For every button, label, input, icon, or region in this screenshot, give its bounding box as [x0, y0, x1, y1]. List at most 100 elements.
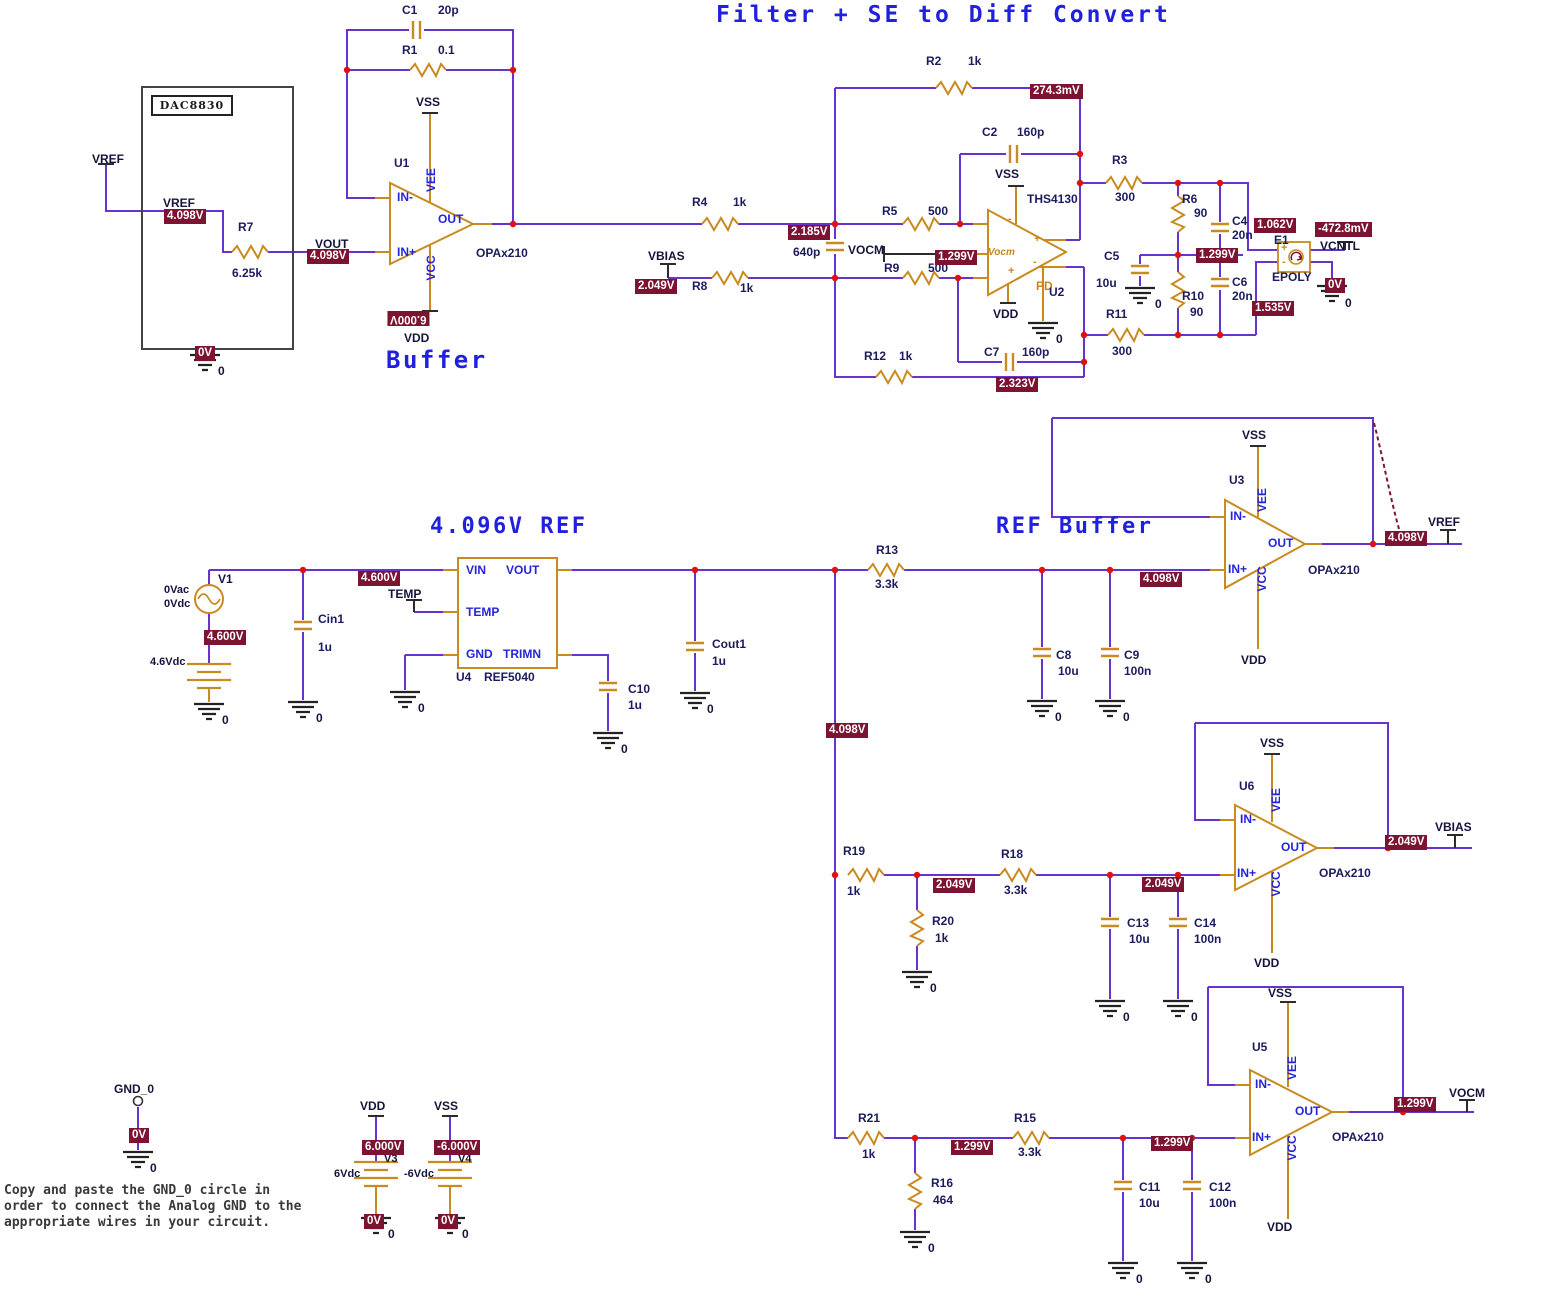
- net-v4-vss: VSS: [434, 1099, 459, 1113]
- probe-u5-row-l[interactable]: 1.299V: [951, 1140, 994, 1155]
- probe-v1[interactable]: 4.600V: [204, 630, 247, 645]
- probe-trunk[interactable]: 4.098V: [826, 723, 869, 738]
- gnd0-r16: 0: [928, 1241, 935, 1255]
- ref-r15: R15: [1014, 1111, 1037, 1125]
- ref-c6: C6: [1232, 275, 1248, 289]
- val-r20: 1k: [935, 931, 949, 945]
- val-c5: 10u: [1096, 276, 1117, 290]
- probe-dac-gnd[interactable]: 0V: [195, 346, 216, 361]
- probe-u6-out[interactable]: 2.049V: [1385, 835, 1428, 850]
- battery-v3-icon: [352, 1160, 400, 1188]
- probe-vout-dac[interactable]: 4.098V: [307, 249, 350, 264]
- probe-u5-row-r[interactable]: 1.299V: [1151, 1136, 1194, 1151]
- val-r3: 300: [1115, 190, 1136, 204]
- opamp-u3-icon: [1224, 498, 1308, 590]
- val-r11: 300: [1112, 344, 1133, 358]
- ref-r1: R1: [402, 43, 418, 57]
- probe-node-a[interactable]: 1.062V: [1254, 218, 1297, 233]
- net-gnd0: GND_0: [114, 1082, 155, 1096]
- pin-ths-pd: PD: [1036, 279, 1053, 293]
- net-ths-vss: VSS: [995, 167, 1020, 181]
- probe-epoly-gnd[interactable]: 0V: [1325, 278, 1346, 293]
- probe-vocm-in[interactable]: 1.299V: [935, 250, 978, 265]
- net-ths-vdd: VDD: [993, 307, 1019, 321]
- probe-v4-top[interactable]: -6.000V: [434, 1140, 481, 1155]
- val-r18: 3.3k: [1004, 883, 1028, 897]
- probe-vref-dac[interactable]: 4.098V: [164, 209, 207, 224]
- probe-cm-rail[interactable]: 1.299V: [1196, 248, 1239, 263]
- ref-r2: R2: [926, 54, 942, 68]
- pin-u3-vee: VEE: [1255, 487, 1269, 513]
- pin-temp: TEMP: [466, 605, 500, 619]
- ref-r16: R16: [931, 1176, 954, 1190]
- val-c4: 20n: [1232, 228, 1253, 242]
- probe-v3-top[interactable]: 6.000V: [362, 1140, 405, 1155]
- gnd0-dac: 0: [218, 364, 225, 378]
- val-r19: 1k: [847, 884, 861, 898]
- ref-c4: C4: [1232, 214, 1248, 228]
- ref-u4: U4: [456, 670, 472, 684]
- ref-c2: C2: [982, 125, 998, 139]
- val-c13: 10u: [1129, 932, 1150, 946]
- title-filter-se-diff: Filter + SE to Diff Convert: [716, 2, 1171, 28]
- probe-u6-row-l[interactable]: 2.049V: [933, 878, 976, 893]
- ref-c7: C7: [984, 345, 1000, 359]
- probe-vcntl[interactable]: -472.8mV: [1315, 222, 1372, 237]
- net-vocm-right: VOCM: [1449, 1086, 1485, 1100]
- probe-r4[interactable]: 2.185V: [788, 225, 831, 240]
- ref-r7: R7: [238, 220, 254, 234]
- val-v1-dc: 0Vdc: [164, 598, 191, 610]
- ref-u6: U6: [1239, 779, 1255, 793]
- ref-r8: R8: [692, 279, 708, 293]
- net-vref-right: VREF: [1428, 515, 1461, 529]
- net-u6-vss: VSS: [1260, 736, 1285, 750]
- gnd0-cin1: 0: [316, 711, 323, 725]
- title-4096v-ref: 4.096V REF: [430, 514, 588, 539]
- probe-r2[interactable]: 274.3mV: [1030, 84, 1083, 99]
- pin-trimn: TRIMN: [503, 647, 541, 661]
- net-v3-vdd: VDD: [360, 1099, 386, 1113]
- epoly-source-icon: [1277, 241, 1311, 273]
- gnd0-pd: 0: [1056, 332, 1063, 346]
- ref-e1: E1: [1274, 233, 1289, 247]
- val-r15: 3.3k: [1018, 1145, 1042, 1159]
- probe-v3-bot[interactable]: 0V: [364, 1214, 385, 1229]
- val-r10: 90: [1190, 305, 1204, 319]
- probe-u3-out[interactable]: 4.098V: [1385, 531, 1428, 546]
- pin-u3-inm: IN-: [1230, 509, 1246, 523]
- pin-u1-inm: IN-: [397, 190, 413, 204]
- ref-v3: V3: [384, 1153, 398, 1165]
- pin-u5-vcc: VCC: [1285, 1135, 1299, 1161]
- probe-gnd0[interactable]: 0V: [129, 1128, 150, 1143]
- pin-u3-vcc: VCC: [1255, 566, 1269, 592]
- gnd0-c14: 0: [1191, 1010, 1198, 1024]
- probe-node-b[interactable]: 1.535V: [1252, 301, 1295, 316]
- gnd0-c13: 0: [1123, 1010, 1130, 1024]
- gnd0-v1: 0: [222, 713, 229, 727]
- val-c9: 100n: [1124, 664, 1152, 678]
- component-symbol-layer: [132, 19, 1400, 1210]
- val-c10: 1u: [628, 698, 643, 712]
- probe-u1-vdd[interactable]: 6.000V: [387, 311, 430, 326]
- gnd0-instructions-note: Copy and paste the GND_0 circle in order…: [4, 1183, 302, 1230]
- net-vout: VOUT: [315, 237, 349, 251]
- pin-u6-inp: IN+: [1237, 866, 1257, 880]
- probe-vout-rail[interactable]: 4.098V: [1140, 572, 1183, 587]
- ref-u3-type: OPAx210: [1308, 563, 1360, 577]
- pin-vin: VIN: [466, 563, 487, 577]
- pin-u6-out: OUT: [1281, 840, 1307, 854]
- val-c3: 640p: [793, 245, 821, 259]
- ref-r12: R12: [864, 349, 887, 363]
- pin-u3-inp: IN+: [1228, 562, 1248, 576]
- ref-r4: R4: [692, 195, 708, 209]
- probe-vbias-in[interactable]: 2.049V: [635, 279, 678, 294]
- probe-u6-row-r[interactable]: 2.049V: [1142, 877, 1185, 892]
- probe-r12[interactable]: 2.323V: [996, 377, 1039, 392]
- probe-u5-out[interactable]: 1.299V: [1394, 1097, 1437, 1112]
- probe-vin-rail[interactable]: 4.600V: [358, 571, 401, 586]
- dac8830-name-box: DAC8830: [151, 95, 233, 116]
- mark-ths-outp: +: [1034, 233, 1041, 245]
- pin-vout: VOUT: [506, 563, 540, 577]
- probe-v4-bot[interactable]: 0V: [438, 1214, 459, 1229]
- ref-u5-type: OPAx210: [1332, 1130, 1384, 1144]
